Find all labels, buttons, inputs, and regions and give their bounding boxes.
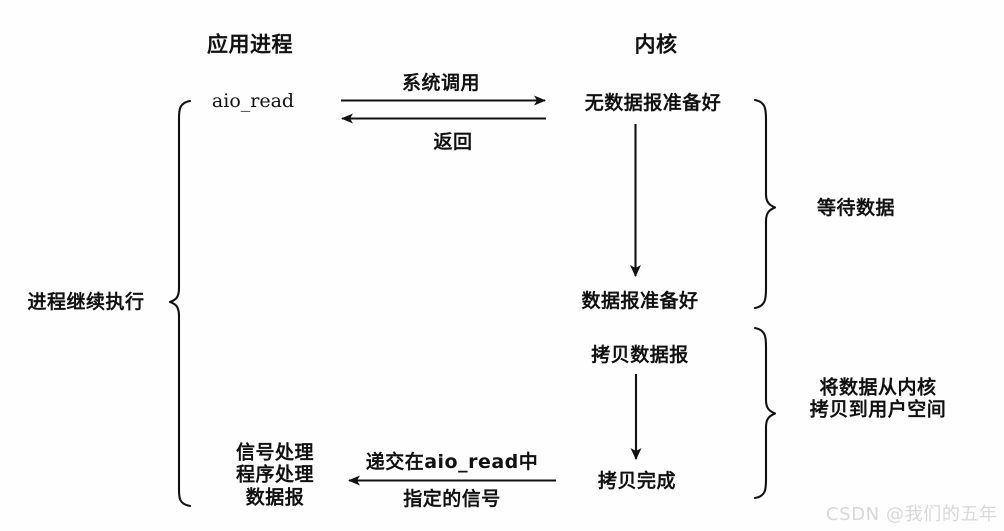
arrow-label-return: 返回: [433, 130, 473, 153]
arrow-label-deliver-signal-bottom: 指定的信号: [403, 487, 501, 510]
node-signal-handler: 信号处理 程序处理 数据报: [235, 441, 315, 509]
brace-process-continues: [168, 99, 192, 508]
node-copy-done: 拷贝完成: [597, 469, 677, 492]
node-aio-read: aio_read: [211, 89, 295, 112]
brace-label-copy-to-user: 将数据从内核 拷贝到用户空间: [809, 376, 947, 421]
brace-label-wait-for-data: 等待数据: [816, 196, 896, 219]
column-heading-kernel: 内核: [634, 32, 678, 57]
arrow-label-deliver-signal-top: 递交在aio_read中: [365, 450, 539, 473]
brace-label-process-continues: 进程继续执行: [27, 290, 145, 313]
node-data-ready: 数据报准备好: [581, 289, 699, 312]
arrow-label-system-call: 系统调用: [401, 71, 481, 94]
node-copy-datagram: 拷贝数据报: [591, 343, 689, 366]
brace-wait-for-data: [753, 98, 777, 310]
csdn-watermark: CSDN @我们的五年: [826, 504, 998, 525]
node-no-data-ready: 无数据报准备好: [584, 91, 722, 114]
brace-copy-to-user: [753, 326, 777, 500]
column-heading-app-process: 应用进程: [207, 32, 293, 57]
